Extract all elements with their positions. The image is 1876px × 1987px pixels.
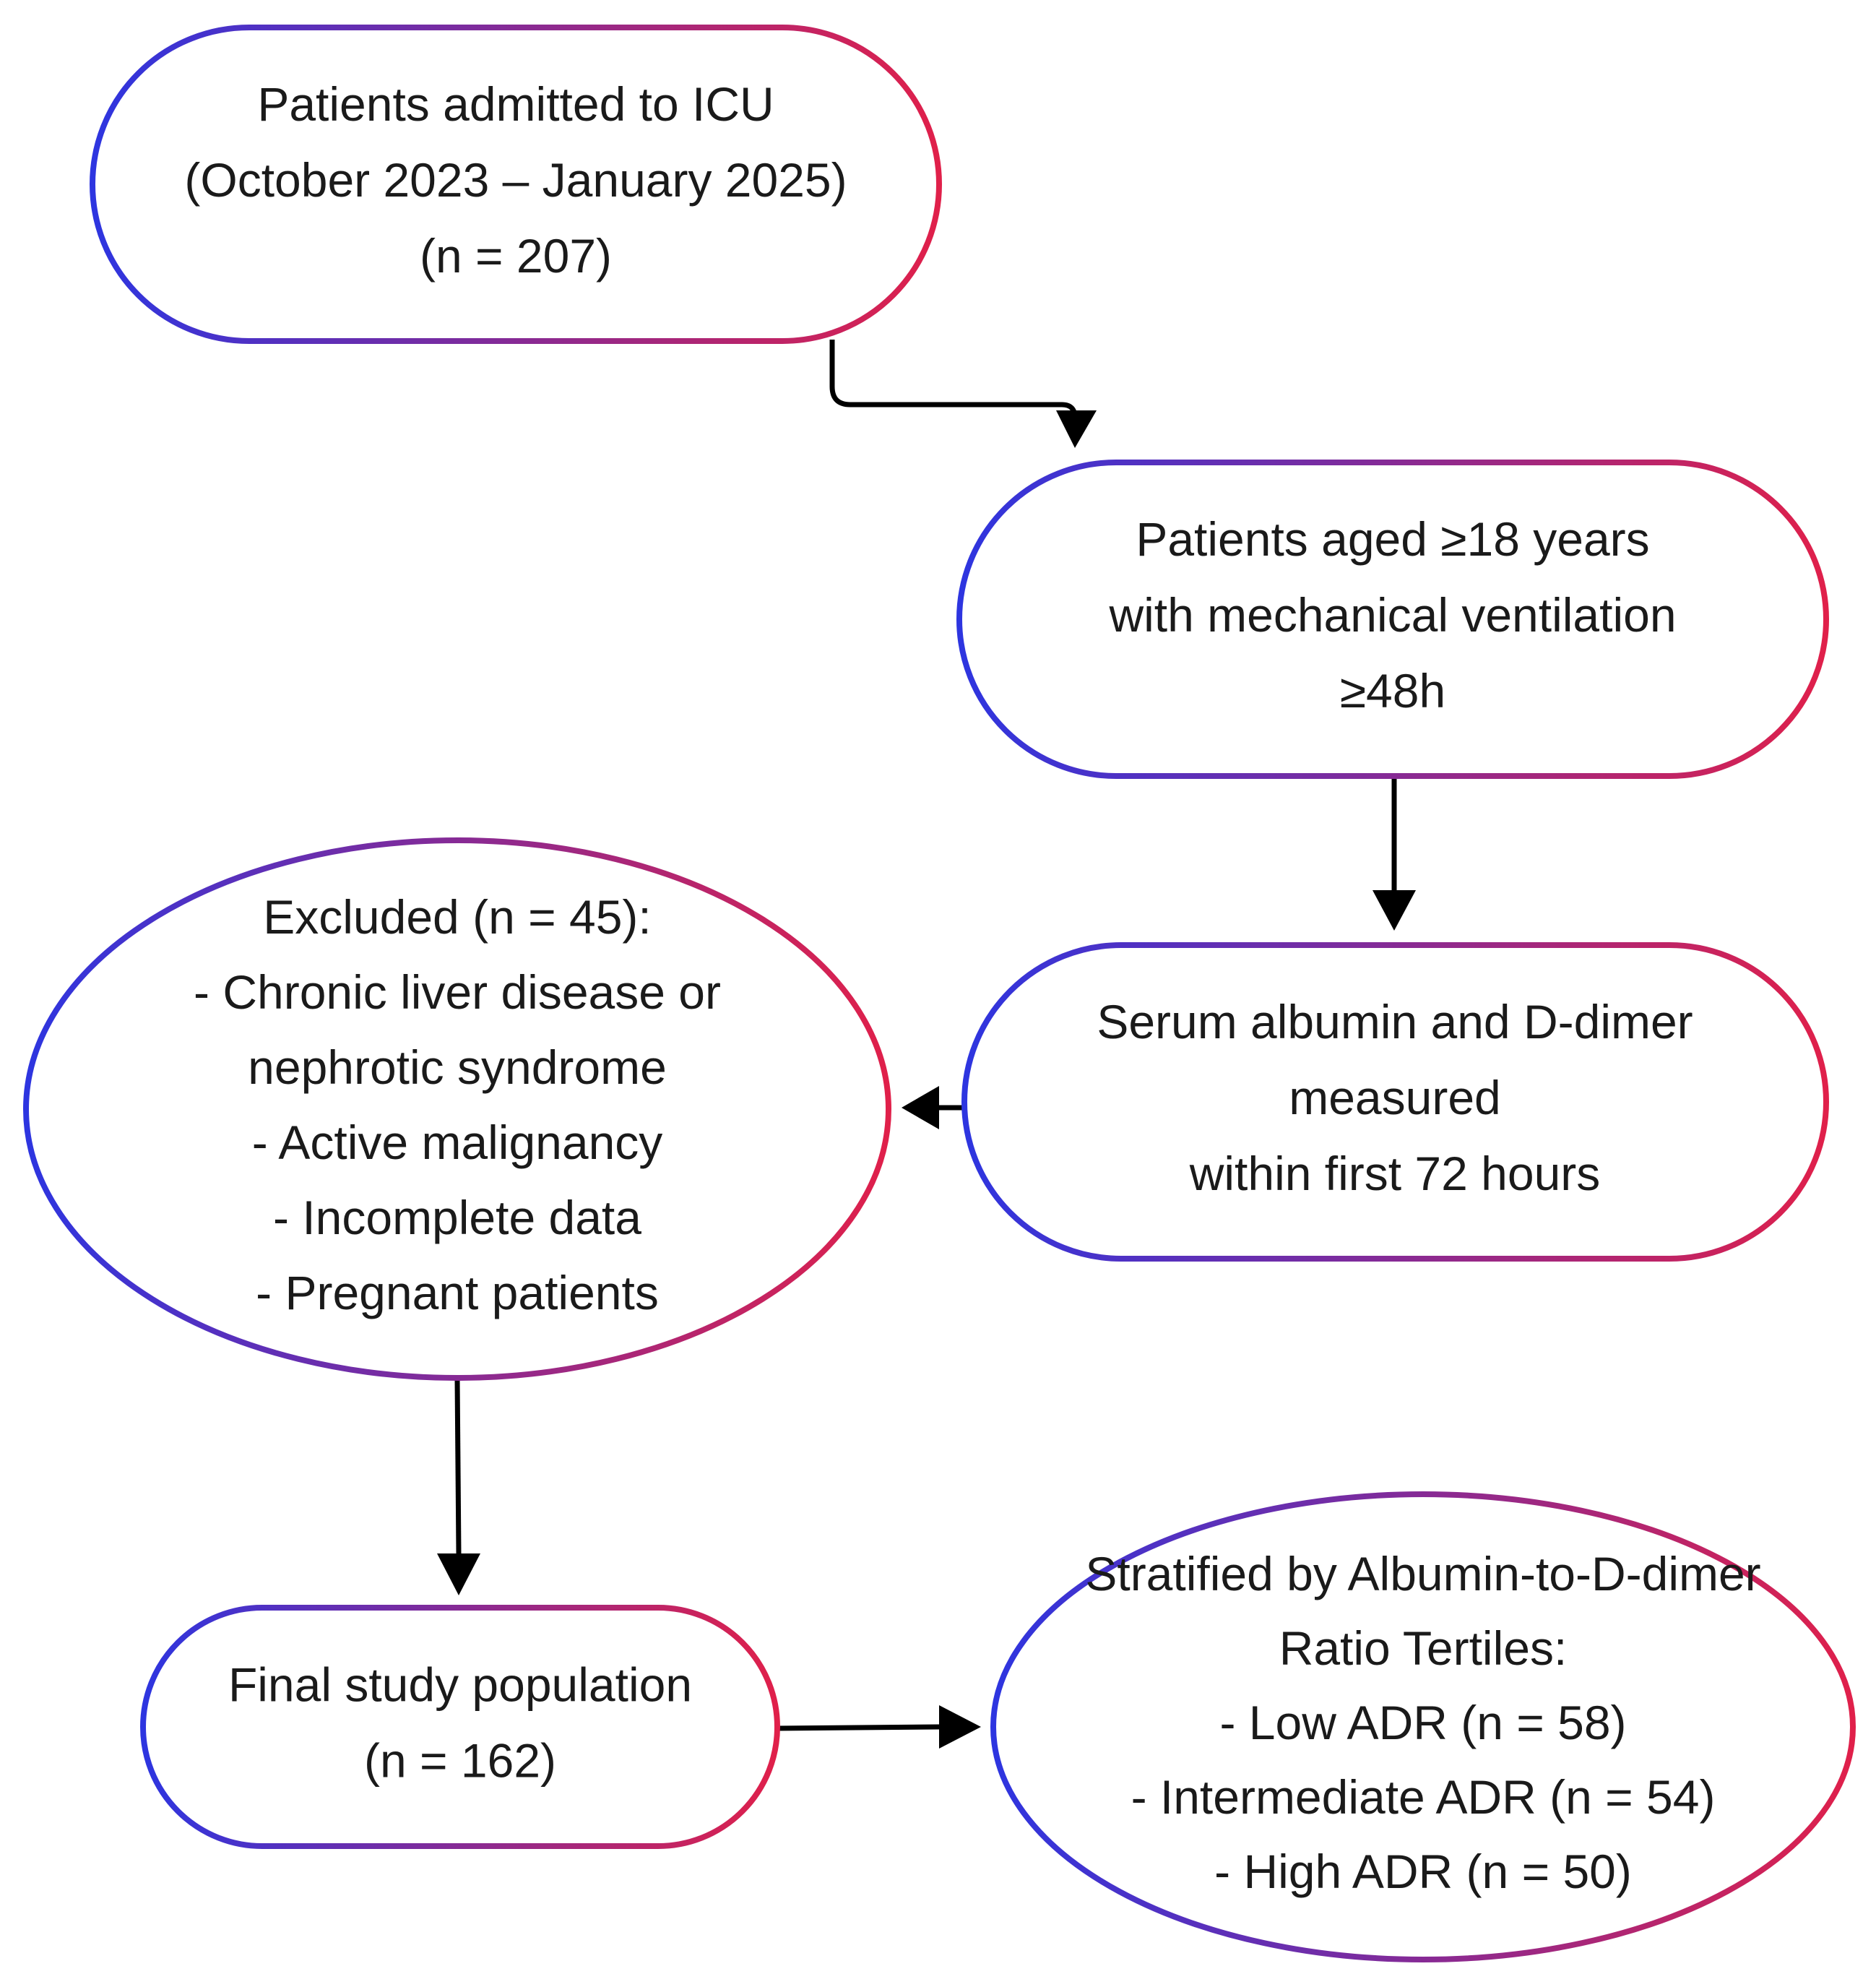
arrowhead-excluded: [902, 1086, 939, 1129]
inclusion-line: ≥48h: [1340, 664, 1445, 717]
node-inclusion: Patients aged ≥18 years with mechanical v…: [956, 460, 1829, 779]
edge-icu-to-inclusion: [829, 340, 1078, 418]
final-population-line: Final study population: [228, 1658, 692, 1712]
node-measured: Serum albumin and D-dimer measured within …: [961, 942, 1829, 1262]
stratified-line: - Intermediate ADR (n = 54): [1131, 1770, 1716, 1824]
excluded-line: - Active malignancy: [252, 1116, 663, 1169]
node-final-population-shape: [140, 1605, 780, 1849]
node-inclusion-shape: [956, 460, 1829, 779]
final-population-line: (n = 162): [364, 1734, 556, 1788]
excluded-line: Excluded (n = 45):: [263, 890, 651, 944]
node-final-population: Final study population (n = 162): [140, 1605, 780, 1849]
excluded-line: - Chronic liver disease or: [194, 965, 721, 1019]
connectors: [437, 340, 1416, 1749]
icu-admitted-line: (n = 207): [420, 229, 612, 283]
node-excluded-shape: [23, 837, 891, 1381]
node-excluded-text: Excluded (n = 45): - Chronic liver diseas…: [194, 890, 721, 1319]
excluded-line: nephrotic syndrome: [248, 1040, 667, 1094]
icu-admitted-line: (October 2023 – January 2025): [184, 153, 847, 207]
node-icu-admitted: Patients admitted to ICU (October 2023 – …: [90, 25, 942, 344]
node-icu-admitted-shape: [90, 25, 942, 344]
arrowhead-stratified: [939, 1705, 981, 1749]
node-inclusion-text: Patients aged ≥18 years with mechanical v…: [1108, 512, 1676, 717]
stratified-line: Ratio Tertiles:: [1279, 1621, 1568, 1675]
measured-line: Serum albumin and D-dimer: [1097, 995, 1693, 1048]
measured-line: within first 72 hours: [1189, 1147, 1601, 1200]
excluded-line: - Pregnant patients: [256, 1266, 659, 1319]
arrowhead-final: [437, 1553, 480, 1595]
inclusion-line: with mechanical ventilation: [1108, 588, 1676, 642]
excluded-line: - Incomplete data: [273, 1191, 641, 1244]
edge-excluded-to-final: [454, 1378, 462, 1554]
arrowhead-inclusion: [1056, 410, 1097, 448]
arrowhead-measured: [1373, 890, 1416, 931]
icu-admitted-line: Patients admitted to ICU: [257, 77, 774, 131]
inclusion-line: Patients aged ≥18 years: [1136, 512, 1649, 566]
edge-final-to-stratified: [777, 1724, 940, 1731]
stratified-line: - High ADR (n = 50): [1214, 1845, 1632, 1898]
node-measured-shape: [961, 942, 1829, 1262]
node-icu-admitted-text: Patients admitted to ICU (October 2023 – …: [184, 77, 847, 283]
measured-line: measured: [1289, 1071, 1501, 1124]
stratified-line: - Low ADR (n = 58): [1219, 1696, 1626, 1749]
stratified-line: Stratified by Albumin-to-D-dimer: [1085, 1547, 1760, 1600]
node-measured-text: Serum albumin and D-dimer measured within …: [1097, 995, 1693, 1200]
node-excluded: Excluded (n = 45): - Chronic liver diseas…: [23, 837, 891, 1381]
node-final-population-text: Final study population (n = 162): [228, 1658, 692, 1788]
node-stratified-shape: [990, 1491, 1856, 1962]
